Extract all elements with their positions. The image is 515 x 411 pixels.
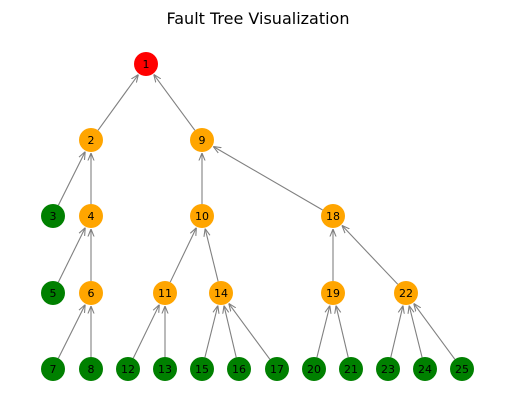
node-3: 3 bbox=[41, 204, 65, 228]
edge-7-to-6 bbox=[57, 305, 85, 359]
node-label-17: 17 bbox=[270, 363, 284, 376]
node-4: 4 bbox=[79, 204, 103, 228]
node-25: 25 bbox=[450, 357, 474, 381]
edges-layer bbox=[57, 74, 456, 360]
node-label-3: 3 bbox=[50, 210, 57, 223]
node-circle-13 bbox=[153, 357, 177, 381]
node-label-9: 9 bbox=[199, 134, 206, 147]
edge-24-to-22 bbox=[409, 306, 423, 358]
edge-21-to-19 bbox=[336, 306, 349, 358]
node-5: 5 bbox=[41, 281, 65, 305]
node-19: 19 bbox=[321, 281, 345, 305]
node-label-14: 14 bbox=[214, 287, 228, 300]
edge-25-to-22 bbox=[414, 303, 456, 360]
node-circle-2 bbox=[79, 128, 103, 152]
node-circle-22 bbox=[394, 281, 418, 305]
edge-16-to-14 bbox=[224, 306, 237, 358]
node-circle-7 bbox=[41, 357, 65, 381]
node-label-8: 8 bbox=[88, 363, 95, 376]
node-label-23: 23 bbox=[381, 363, 395, 376]
node-circle-9 bbox=[190, 128, 214, 152]
edge-3-to-2 bbox=[57, 152, 85, 206]
node-11: 11 bbox=[153, 281, 177, 305]
node-circle-5 bbox=[41, 281, 65, 305]
node-label-13: 13 bbox=[158, 363, 172, 376]
node-circle-16 bbox=[227, 357, 251, 381]
node-circle-10 bbox=[190, 204, 214, 228]
node-1: 1 bbox=[134, 52, 158, 76]
node-6: 6 bbox=[79, 281, 103, 305]
node-circle-11 bbox=[153, 281, 177, 305]
node-21: 21 bbox=[339, 357, 363, 381]
edge-2-to-1 bbox=[97, 75, 138, 131]
node-label-20: 20 bbox=[307, 363, 321, 376]
node-label-11: 11 bbox=[158, 287, 172, 300]
node-circle-6 bbox=[79, 281, 103, 305]
node-23: 23 bbox=[376, 357, 400, 381]
node-circle-12 bbox=[116, 357, 140, 381]
edge-22-to-18 bbox=[342, 225, 399, 285]
edge-9-to-1 bbox=[154, 74, 196, 131]
edge-23-to-22 bbox=[390, 306, 403, 358]
node-16: 16 bbox=[227, 357, 251, 381]
edge-15-to-14 bbox=[204, 306, 218, 358]
node-circle-20 bbox=[302, 357, 326, 381]
node-circle-25 bbox=[450, 357, 474, 381]
node-label-21: 21 bbox=[344, 363, 358, 376]
node-label-6: 6 bbox=[88, 287, 95, 300]
node-12: 12 bbox=[116, 357, 140, 381]
node-circle-8 bbox=[79, 357, 103, 381]
node-label-12: 12 bbox=[121, 363, 135, 376]
edge-20-to-19 bbox=[316, 306, 330, 358]
node-label-22: 22 bbox=[399, 287, 413, 300]
node-circle-14 bbox=[209, 281, 233, 305]
node-13: 13 bbox=[153, 357, 177, 381]
diagram-title: Fault Tree Visualization bbox=[167, 9, 350, 28]
node-circle-17 bbox=[265, 357, 289, 381]
node-label-7: 7 bbox=[50, 363, 57, 376]
node-circle-4 bbox=[79, 204, 103, 228]
node-24: 24 bbox=[413, 357, 437, 381]
node-label-4: 4 bbox=[88, 210, 95, 223]
node-circle-3 bbox=[41, 204, 65, 228]
node-label-10: 10 bbox=[195, 210, 209, 223]
node-circle-18 bbox=[321, 204, 345, 228]
node-7: 7 bbox=[41, 357, 65, 381]
node-9: 9 bbox=[190, 128, 214, 152]
node-2: 2 bbox=[79, 128, 103, 152]
node-label-2: 2 bbox=[88, 134, 95, 147]
node-20: 20 bbox=[302, 357, 326, 381]
node-17: 17 bbox=[265, 357, 289, 381]
node-label-24: 24 bbox=[418, 363, 432, 376]
node-label-19: 19 bbox=[326, 287, 340, 300]
node-circle-24 bbox=[413, 357, 437, 381]
node-label-25: 25 bbox=[455, 363, 469, 376]
node-8: 8 bbox=[79, 357, 103, 381]
node-circle-15 bbox=[190, 357, 214, 381]
node-circle-21 bbox=[339, 357, 363, 381]
node-22: 22 bbox=[394, 281, 418, 305]
node-circle-19 bbox=[321, 281, 345, 305]
node-label-5: 5 bbox=[50, 287, 57, 300]
node-label-18: 18 bbox=[326, 210, 340, 223]
node-label-1: 1 bbox=[143, 58, 150, 71]
edge-12-to-11 bbox=[132, 305, 159, 359]
edge-11-to-10 bbox=[169, 228, 196, 283]
node-circle-1 bbox=[134, 52, 158, 76]
edge-5-to-4 bbox=[57, 228, 85, 283]
node-14: 14 bbox=[209, 281, 233, 305]
node-18: 18 bbox=[321, 204, 345, 228]
edge-17-to-14 bbox=[229, 303, 271, 360]
node-10: 10 bbox=[190, 204, 214, 228]
edge-18-to-9 bbox=[213, 147, 323, 211]
node-15: 15 bbox=[190, 357, 214, 381]
edge-14-to-10 bbox=[205, 229, 219, 282]
node-circle-23 bbox=[376, 357, 400, 381]
node-label-15: 15 bbox=[195, 363, 209, 376]
node-label-16: 16 bbox=[232, 363, 246, 376]
